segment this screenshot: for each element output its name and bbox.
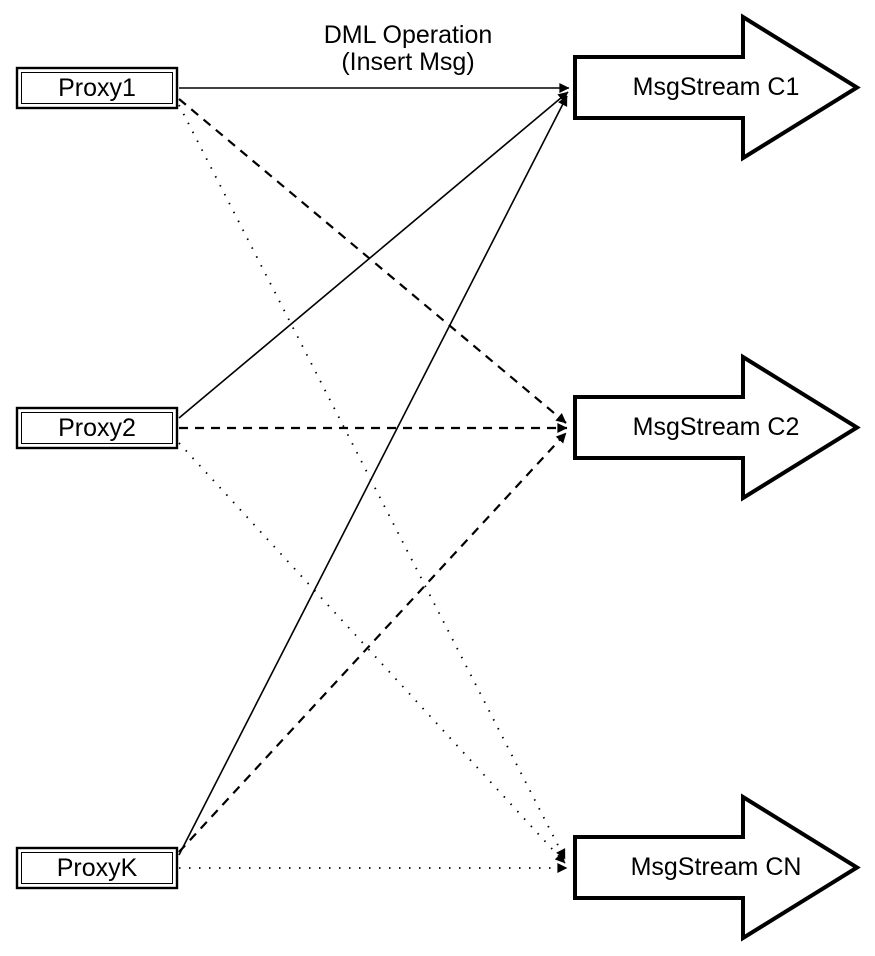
node-proxy1: Proxy1 xyxy=(15,66,179,110)
edge-annotation: DML Operation (Insert Msg) xyxy=(324,21,493,76)
proxyk-box xyxy=(15,846,179,890)
msgstream-c2-arrow-shape xyxy=(573,353,861,502)
msgstream-c1-label: MsgStream C1 xyxy=(633,73,800,101)
edge-p2-c1-solid xyxy=(178,91,569,419)
msgstream-cn-arrow-shape xyxy=(573,793,861,942)
edge-p1-c2-dashed xyxy=(178,98,567,424)
msgstream-c2-label: MsgStream C2 xyxy=(633,413,800,441)
proxy1-box xyxy=(15,66,179,110)
annotation-line2: (Insert Msg) xyxy=(341,48,474,76)
proxyk-box-inner xyxy=(21,852,173,884)
proxy1-label: Proxy1 xyxy=(58,74,136,102)
proxy2-box xyxy=(15,406,179,450)
msgstream-cn-label: MsgStream CN xyxy=(631,853,802,881)
annotation-line1: DML Operation xyxy=(324,21,493,49)
proxyk-label: ProxyK xyxy=(57,854,138,882)
msgstream-c1-arrow-shape xyxy=(573,13,861,162)
proxy1-box-inner xyxy=(21,72,173,104)
edge-p1-cn-dotted xyxy=(178,104,566,860)
node-msgstream-c1: MsgStream C1 xyxy=(573,13,861,162)
node-msgstream-c2: MsgStream C2 xyxy=(573,353,861,502)
edge-pk-c1-solid xyxy=(178,95,568,856)
node-proxyk: ProxyK xyxy=(15,846,179,890)
proxy2-label: Proxy2 xyxy=(58,414,136,442)
edge-pk-c2-dashed xyxy=(178,432,567,853)
node-proxy2: Proxy2 xyxy=(15,406,179,450)
node-msgstream-cn: MsgStream CN xyxy=(573,793,861,942)
proxy2-box-inner xyxy=(21,412,173,444)
edge-p2-cn-dotted xyxy=(178,442,566,864)
edge-layer xyxy=(178,82,570,874)
